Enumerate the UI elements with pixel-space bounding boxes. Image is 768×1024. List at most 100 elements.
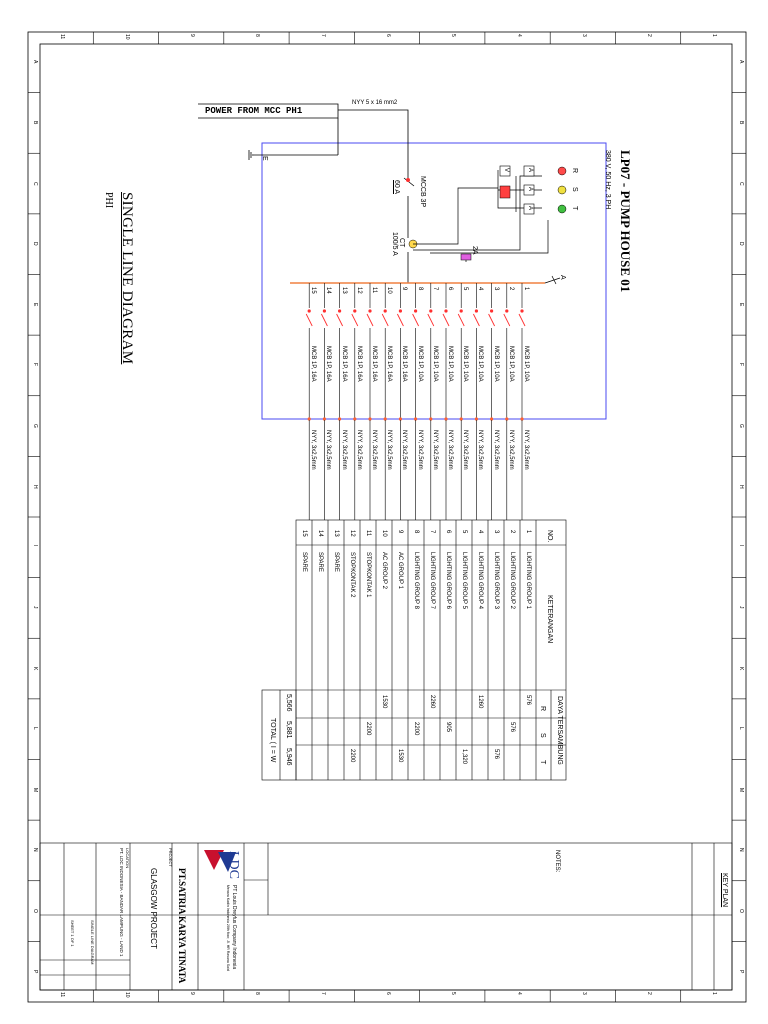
table-header-power: DAYA TERSAMBUNG [556, 696, 563, 765]
table-row-desc: SPARE [317, 552, 323, 572]
border-number-bottom: 9 [189, 992, 196, 995]
border-number-top: 9 [189, 34, 196, 37]
panel-spec: 380 V, 50 Hz, 3 PH [604, 150, 611, 210]
mcb-terminal-icon [338, 309, 342, 313]
border-letter-left: E [32, 302, 38, 307]
ldc-logo [204, 850, 236, 872]
branch-circuits [305, 283, 526, 520]
location-label: LOCATION [125, 848, 130, 869]
table-row-desc: AC GROUP 2 [381, 552, 387, 589]
circuit-breaker: MCB 1P, 16A [340, 346, 347, 382]
ct-ratio: 100/5 A [391, 232, 398, 256]
circuit-breaker: MCB 1P, 16A [371, 346, 377, 382]
circuit-number: 9 [401, 287, 408, 291]
circuit-cable: NYY, 3x2,5mm [355, 430, 362, 470]
incoming-cable: NYY 5 x 16 mm2 [352, 100, 398, 106]
border-number-bottom: 4 [515, 992, 522, 995]
ammeter-s-icon [523, 184, 535, 196]
outgoing-terminal-icon [505, 417, 509, 421]
circuit-cable: NYY, 3x2,5mm [416, 430, 423, 470]
circuit-number: 5 [462, 287, 469, 291]
circuit-breaker: MCB 1P, 10A [523, 346, 529, 382]
main-breaker-label: MCCB 3P [419, 176, 426, 208]
outgoing-terminal-icon [459, 417, 463, 421]
border-letter-right: G [738, 424, 744, 428]
table-header-no: NO. [546, 530, 553, 543]
circuit-cable: NYY, 3x2,5mm [492, 430, 499, 470]
circuit-breaker: MCB 1P, 10A [507, 346, 514, 382]
circuit-breaker: MCB 1P, 16A [310, 346, 317, 382]
incoming-label: POWER FROM MCC PH1 [205, 106, 303, 116]
table-row-t: 1,320 [461, 749, 467, 765]
circuit-number: 6 [447, 287, 453, 291]
table-row-no: 4 [477, 530, 483, 534]
border-letter-right: K [738, 666, 744, 670]
border-number-bottom: 10 [123, 992, 130, 998]
main-breaker-rating: 60 A [393, 180, 400, 195]
table-row-desc: STOPKONTAK 2 [349, 552, 355, 598]
border-letter-left: A [32, 60, 38, 64]
circuit-cable: NYY, 3x2,5mm [371, 430, 377, 470]
border-letter-left: C [32, 181, 38, 186]
mcb-terminal-icon [444, 309, 448, 313]
total-s: 5,881 [285, 721, 292, 739]
lamp-r-icon [557, 166, 567, 176]
mcb-contact-icon [472, 313, 480, 327]
outgoing-terminal-icon [520, 417, 524, 421]
border-letter-right: O [738, 909, 744, 913]
border-letter-left: P [32, 969, 38, 974]
border-letter-right: M [738, 787, 744, 792]
table-row-no: 7 [429, 530, 435, 534]
circuit-cable: NYY, 3x2,5mm [401, 430, 408, 470]
project-name: GLASGOW PROJECT [149, 868, 158, 949]
table-header-s: S [539, 733, 546, 738]
circuit-breaker: MCB 1P, 16A [401, 346, 408, 382]
meter-label-a1: A [527, 168, 533, 173]
circuit-breaker: MCB 1P, 16A [355, 346, 362, 382]
mcb-contact-icon [381, 313, 389, 327]
border-letter-left: L [32, 727, 38, 730]
phase-label-t: T [571, 206, 578, 211]
sheet-number: SHEET 1 OF 1 [70, 920, 75, 947]
bus-label: A [559, 275, 566, 280]
outgoing-terminal-icon [338, 417, 342, 421]
border-letter-right: A [738, 60, 744, 64]
outgoing-terminal-icon [398, 417, 402, 421]
mcb-terminal-icon [322, 309, 326, 313]
table-row-no: 6 [445, 530, 451, 534]
circuit-cable: NYY, 3x2,5mm [340, 430, 347, 470]
mcb-contact-icon [442, 313, 450, 327]
circuit-number: 3 [492, 287, 499, 291]
border-letter-right: H [738, 484, 744, 489]
mcb-terminal-icon [490, 309, 494, 313]
panel-title: LP07 - PUMP HOUSE 01 [618, 150, 633, 293]
border-number-bottom: 5 [450, 992, 457, 995]
border-number-bottom: 11 [58, 992, 65, 998]
notes-label: NOTES: [554, 850, 560, 873]
mcb-contact-icon [412, 313, 420, 327]
outgoing-terminal-icon [383, 417, 387, 421]
border-number-bottom: 8 [254, 992, 261, 995]
outgoing-terminal-icon [322, 417, 326, 421]
border-number-top: 11 [58, 34, 65, 40]
border-letter-right: P [738, 969, 744, 974]
mcb-terminal-icon [520, 309, 524, 313]
circuit-breaker: MCB 1P, 10A [416, 346, 423, 382]
outgoing-terminal-icon [414, 417, 418, 421]
circuit-number: 8 [416, 287, 423, 291]
mcb-contact-icon [336, 313, 344, 327]
circuit-breaker: MCB 1P, 10A [492, 346, 499, 382]
outgoing-terminal-icon [429, 417, 433, 421]
border-ticks [28, 32, 746, 1002]
border-number-top: 7 [319, 34, 326, 37]
table-row-no: 5 [461, 530, 467, 534]
table-row-s: 2200 [365, 722, 371, 736]
table-row-no: 12 [349, 530, 355, 537]
circuit-cable: NYY, 3x2,5mm [507, 430, 514, 470]
circuit-cable: NYY, 3x2,5mm [431, 430, 438, 470]
key-plan-label: KEY PLAN [721, 873, 728, 908]
outgoing-terminal-icon [474, 417, 478, 421]
mcb-terminal-icon [398, 309, 402, 313]
table-row-t: 1530 [397, 749, 403, 763]
